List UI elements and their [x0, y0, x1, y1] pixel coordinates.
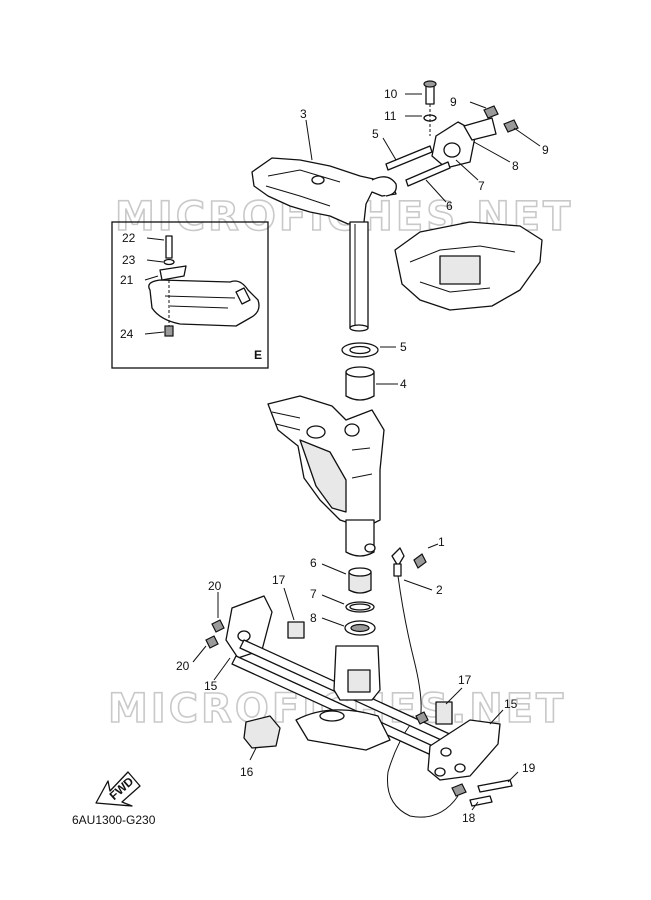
- inset-label: E: [254, 348, 262, 362]
- callout-24: 24: [120, 327, 134, 341]
- callout-10: 7: [478, 179, 485, 193]
- lower-bushings: [344, 567, 376, 636]
- callout-22: 22: [122, 231, 136, 245]
- upper-mount: [385, 80, 543, 311]
- callout-15b: 15: [504, 697, 518, 711]
- callouts: 10 11 9 9 8 7 5 6 3 22 23 21 24 5 4 1 2 …: [120, 87, 549, 825]
- callout-17b: 17: [458, 673, 472, 687]
- steering-bracket: [251, 157, 397, 225]
- callout-12a: 9: [450, 95, 457, 109]
- callout-20a: 20: [208, 579, 222, 593]
- callout-23: 23: [122, 253, 136, 267]
- callout-16: 16: [240, 765, 254, 779]
- callout-3: 3: [300, 107, 307, 121]
- callout-2: 2: [436, 583, 443, 597]
- leader-lines: [144, 93, 541, 811]
- callout-17a: 17: [272, 573, 286, 587]
- steering-shaft: [349, 221, 369, 332]
- callout-4: 4: [400, 377, 407, 391]
- fwd-arrow: FWD: [95, 771, 141, 807]
- bushing-5: [341, 342, 379, 358]
- lower-unit: [295, 645, 391, 751]
- swivel-bracket: [267, 395, 385, 557]
- inset-e: E: [111, 221, 269, 369]
- callout-13: 10: [384, 87, 398, 101]
- callout-1: 1: [438, 535, 445, 549]
- callout-15a: 15: [204, 679, 218, 693]
- callout-11: 8: [512, 159, 519, 173]
- callout-9a: 5: [372, 127, 379, 141]
- callout-14: 11: [384, 109, 397, 123]
- callout-21: 21: [120, 273, 134, 287]
- callout-5: 5: [400, 340, 407, 354]
- diagram-code: 6AU1300-G230: [72, 813, 156, 827]
- callout-12b: 9: [542, 143, 549, 157]
- bushing-4: [345, 366, 375, 401]
- callout-8: 8: [310, 611, 317, 625]
- callout-6: 6: [310, 556, 317, 570]
- callout-9b: 6: [446, 199, 453, 213]
- callout-7: 7: [310, 587, 317, 601]
- callout-18: 18: [462, 811, 476, 825]
- ground-wire: [386, 547, 467, 818]
- callout-20b: 20: [176, 659, 190, 673]
- callout-19: 19: [522, 761, 536, 775]
